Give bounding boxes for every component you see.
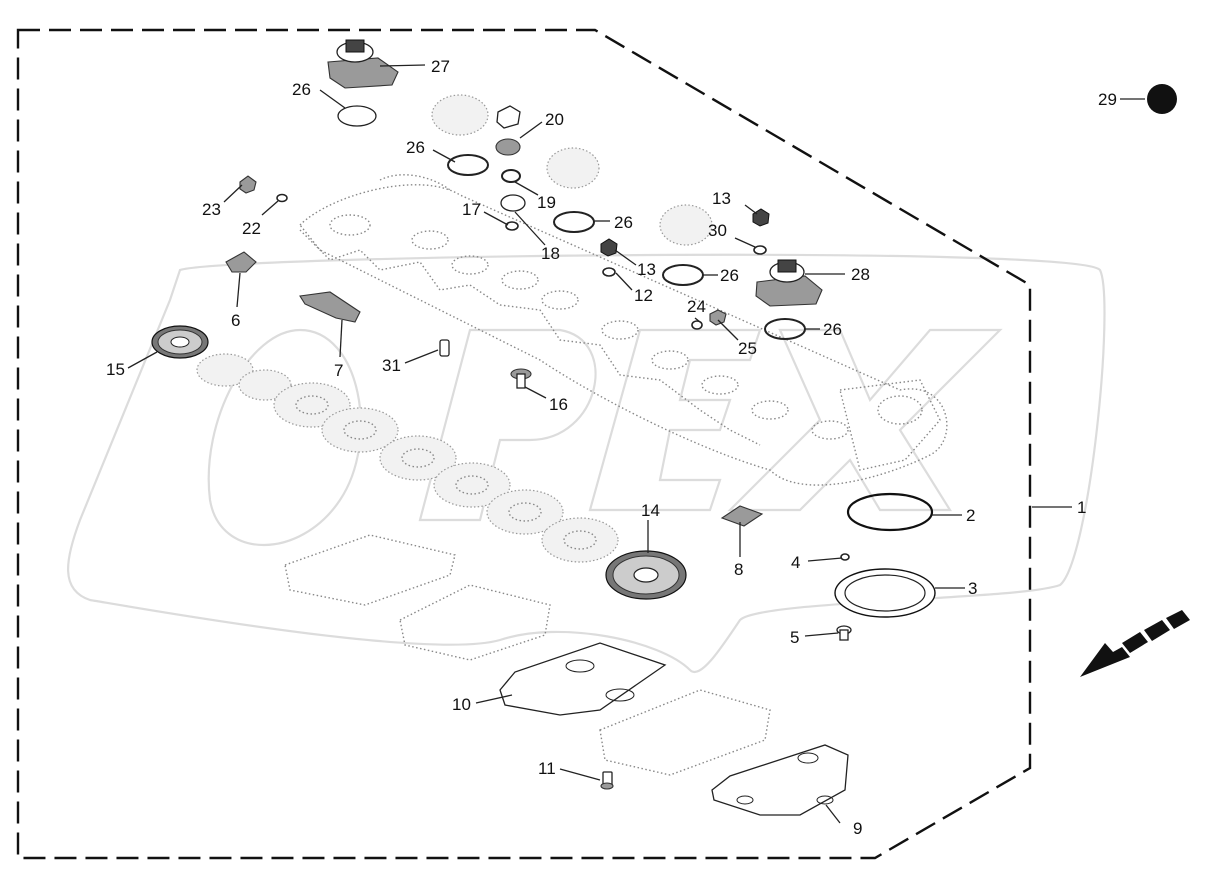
o-ring-26-c [662, 264, 704, 286]
skid-plates-dotted [284, 379, 941, 776]
nut-20 [496, 105, 521, 129]
assembly-boundary [16, 28, 1032, 860]
callout-13-mid: 13 [637, 260, 656, 279]
callout-6: 6 [231, 311, 240, 330]
callout-26-a: 26 [406, 138, 425, 157]
bolt-25 [709, 309, 727, 326]
callout-10: 10 [452, 695, 471, 714]
ring-19 [501, 169, 521, 183]
callout-28: 28 [851, 265, 870, 284]
callout-25: 25 [738, 339, 757, 358]
gear-14 [605, 550, 687, 600]
ring-4 [840, 553, 850, 561]
knife-holder-8 [720, 505, 764, 527]
callout-29: 29 [1098, 90, 1117, 109]
o-ring-26-a [447, 154, 489, 176]
leader-lines [127, 64, 1145, 824]
direction-arrow-icon [1080, 610, 1190, 677]
callout-24: 24 [687, 297, 706, 316]
ring-24 [691, 320, 703, 330]
callout-22: 22 [242, 219, 261, 238]
ring-17 [505, 221, 519, 231]
bolt-5 [836, 625, 852, 641]
callout-15: 15 [106, 360, 125, 379]
nut-13-right [752, 208, 770, 227]
nut-23 [239, 175, 257, 194]
callout-1: 1 [1077, 498, 1086, 517]
cover-plate-3 [834, 568, 936, 618]
cutter-bar-body [299, 174, 948, 486]
idler-gear-chain [196, 353, 619, 563]
callout-11: 11 [538, 759, 556, 778]
callout-14: 14 [641, 501, 660, 520]
skid-10 [499, 642, 667, 716]
callout-13-right: 13 [712, 189, 731, 208]
skid-9 [711, 744, 849, 816]
bar-gears [329, 94, 923, 440]
callout-7: 7 [334, 361, 343, 380]
callout-4: 4 [791, 553, 800, 572]
callout-26-d: 26 [823, 320, 842, 339]
marker-29 [1147, 84, 1177, 114]
callout-3: 3 [968, 579, 977, 598]
bolt-11 [600, 771, 614, 790]
callout-30: 30 [708, 221, 727, 240]
bushing-20b [495, 138, 521, 156]
callout-19: 19 [537, 193, 556, 212]
callout-labels: 1 2 3 4 5 6 7 8 9 10 11 12 13 13 14 15 1… [106, 57, 1117, 838]
bracket-7 [299, 291, 361, 323]
gearbox-top-27 [327, 39, 399, 89]
callout-18: 18 [541, 244, 560, 263]
callout-12: 12 [634, 286, 653, 305]
callout-27: 27 [431, 57, 450, 76]
callout-26-top: 26 [292, 80, 311, 99]
o-ring-26-b [553, 211, 595, 233]
callout-8: 8 [734, 560, 743, 579]
opex-watermark [66, 253, 1106, 673]
callout-31: 31 [382, 356, 401, 375]
knife-holder-6 [225, 251, 257, 273]
washer-30 [753, 245, 767, 255]
callout-2: 2 [966, 506, 975, 525]
callout-17: 17 [462, 200, 481, 219]
callout-5: 5 [790, 628, 799, 647]
bolt-16 [510, 368, 532, 389]
o-ring-2 [846, 492, 934, 532]
callout-26-c: 26 [720, 266, 739, 285]
gearbox-28 [755, 259, 823, 307]
callout-20: 20 [545, 110, 564, 129]
callout-9: 9 [853, 819, 862, 838]
washer-12 [602, 267, 616, 277]
callout-23: 23 [202, 200, 221, 219]
callout-26-b: 26 [614, 213, 633, 232]
nut-13-mid [600, 238, 618, 257]
gear-15 [151, 325, 209, 359]
o-ring-26-top [337, 105, 377, 127]
washer-22 [276, 193, 288, 203]
callout-16: 16 [549, 395, 568, 414]
pin-31 [439, 339, 450, 357]
bushing-18 [500, 194, 526, 212]
